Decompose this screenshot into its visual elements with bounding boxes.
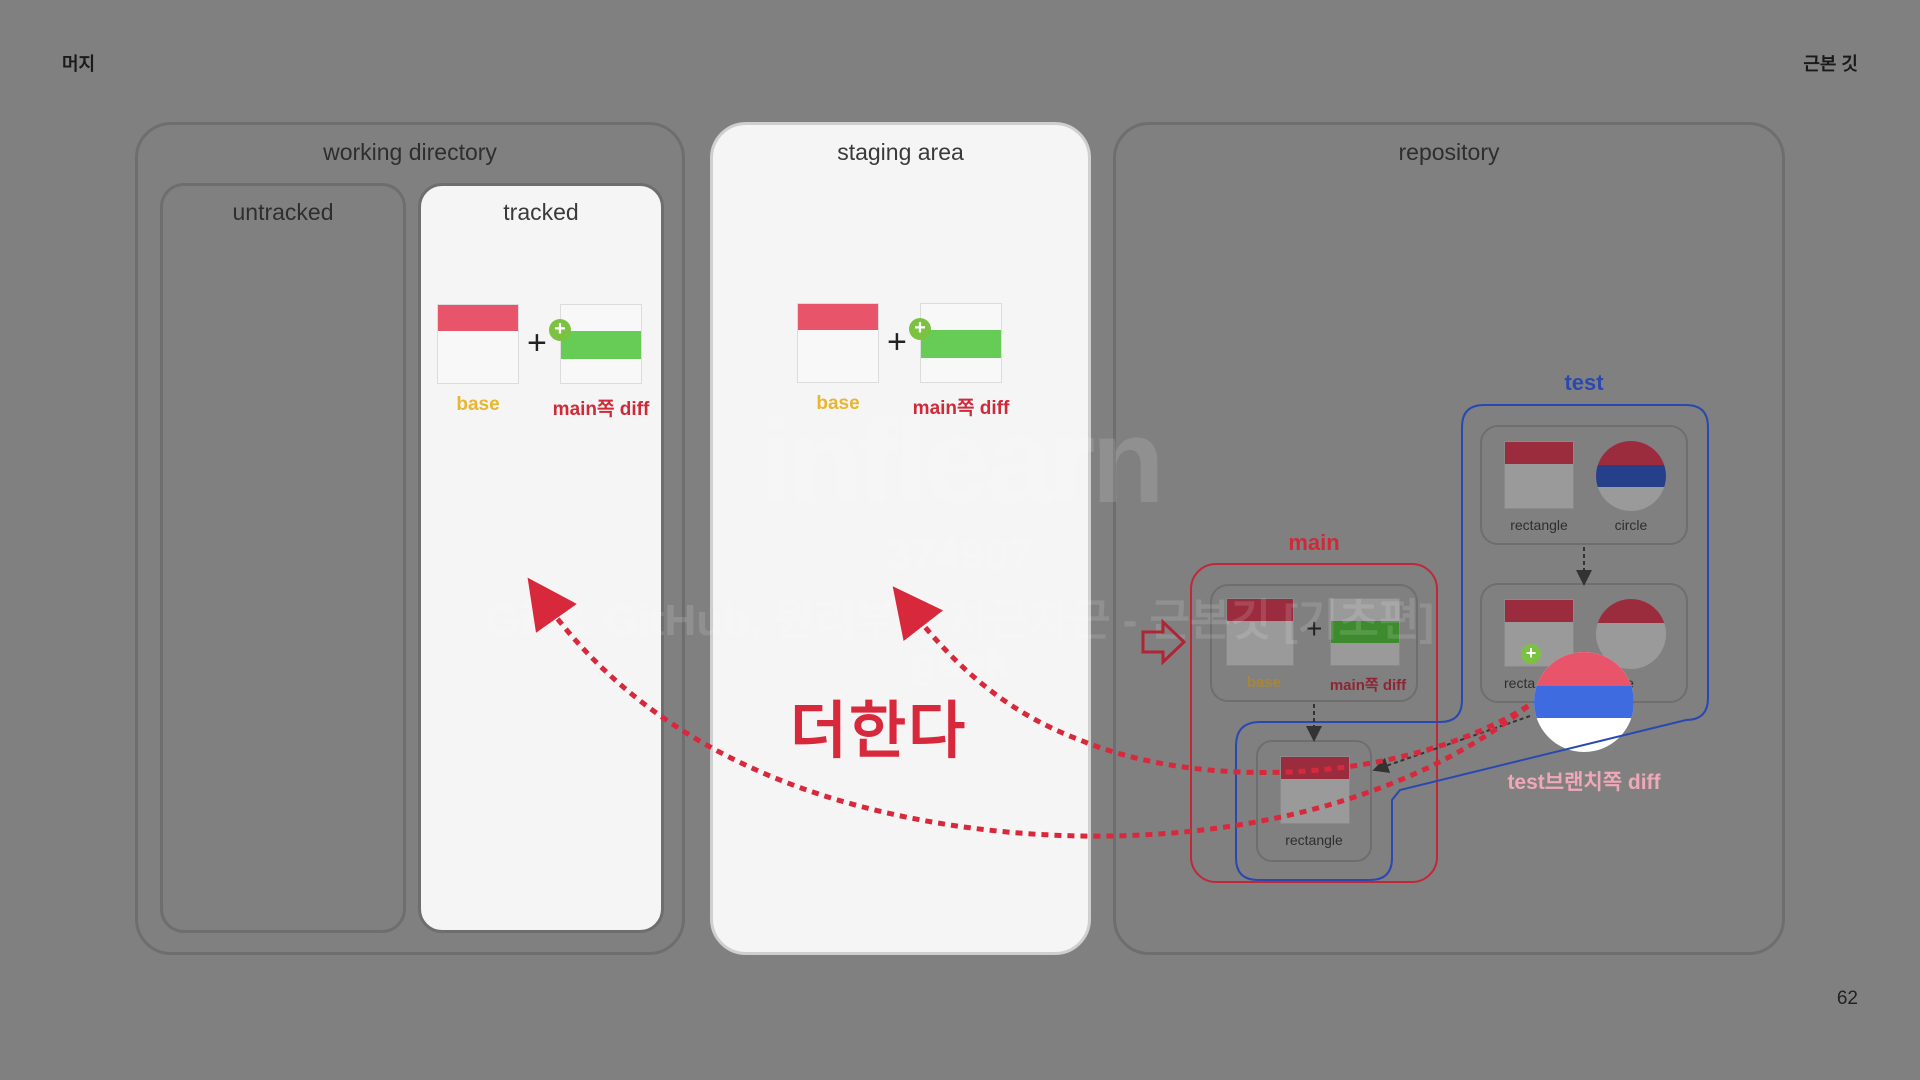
main-commit-box: + base main쪽 diff	[1210, 584, 1418, 702]
base-label: base	[816, 393, 860, 414]
diff-file-icon: +	[549, 304, 642, 384]
slide-title: 머지	[62, 54, 96, 74]
watermark-course: Git & GitHub, 원리부터 차근차근 - 근본깃 [기초편]	[486, 596, 1434, 645]
plus-icon: +	[527, 324, 547, 362]
working-directory-title: working directory	[323, 139, 497, 165]
tracked-title: tracked	[503, 199, 579, 225]
merge-arrow-to-staging	[892, 586, 1530, 775]
tracked-panel: tracked + + base main쪽 diff	[418, 183, 664, 933]
untracked-panel: untracked	[160, 183, 406, 933]
test-commit-box-1: rectangle circle	[1480, 425, 1688, 545]
diff-file-icon: +	[909, 303, 1002, 383]
base-label: base	[456, 394, 500, 415]
circle-label: circle	[1614, 517, 1648, 533]
add-badge-icon: +	[549, 319, 571, 341]
rectangle-file-icon	[1504, 441, 1574, 509]
watermark-brand: inflearn	[759, 394, 1164, 528]
course-title: 근본 깃	[1803, 54, 1858, 74]
plus-icon: +	[1306, 613, 1323, 644]
diff-label: main쪽 diff	[912, 398, 1010, 419]
repository-panel: repository	[1113, 122, 1785, 955]
rectangle-label: recta	[1504, 675, 1536, 691]
test-diff-circle-icon	[1534, 652, 1634, 752]
circle-file-icon	[1596, 441, 1666, 511]
plus-icon: +	[887, 323, 907, 361]
staging-area-title: staging area	[837, 139, 964, 165]
watermark-user: geek	[909, 638, 1011, 687]
test-branch-label: test	[1564, 370, 1604, 395]
add-badge-icon: +	[909, 318, 931, 340]
diff-file-icon	[1330, 598, 1400, 666]
test-diff-label: test브랜치쪽 diff	[1507, 771, 1661, 794]
diff-label: main쪽 diff	[1329, 677, 1407, 694]
base-file-icon	[1226, 598, 1294, 666]
main-branch-label: main	[1288, 530, 1340, 555]
test-branch-outline	[1235, 404, 1709, 881]
watermark-id: 374907	[886, 530, 1034, 579]
page-number: 62	[1836, 988, 1858, 1009]
rectangle-label: rectangle	[1285, 832, 1343, 848]
repository-title: repository	[1398, 139, 1500, 165]
base-label: base	[1246, 674, 1282, 691]
untracked-title: untracked	[232, 199, 334, 225]
base-file-icon	[797, 303, 879, 383]
outline-arrow-icon	[1141, 618, 1187, 666]
diff-label: main쪽 diff	[552, 399, 650, 420]
working-directory-panel: working directory untracked tracked + + …	[135, 122, 685, 955]
annotation-text: 더한다	[790, 697, 968, 766]
base-file-icon	[437, 304, 519, 384]
rectangle-label: rectangle	[1510, 517, 1568, 533]
